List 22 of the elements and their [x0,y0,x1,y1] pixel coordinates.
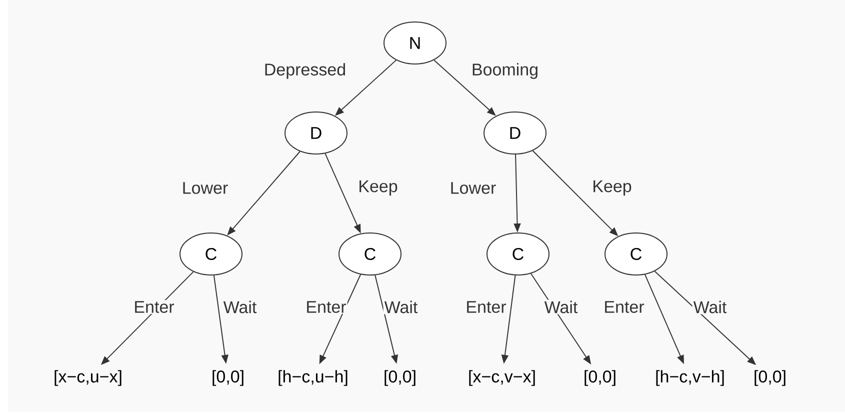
payoff-text: [0,0] [584,370,616,386]
payoff-text: [x−c,v−x] [469,370,535,386]
payoff-text: [0,0] [754,370,786,386]
edge-label: Wait [543,300,579,314]
edge-label: Wait [222,300,258,314]
edge-label: Wait [692,300,728,314]
payoff-text: [0,0] [212,370,244,386]
edge-label: Lower [448,181,498,195]
payoff-text: [x−c,u−x] [54,370,122,386]
edge-label: Booming [470,62,540,80]
edge-label: Enter [464,300,508,314]
edge-label: Enter [304,300,348,314]
edge-label: Keep [591,179,633,197]
edge-label: Enter [132,300,176,314]
payoff-text: [h−c,v−h] [656,370,724,386]
payoff-text: [h−c,u−h] [278,370,348,386]
payoff-text: [0,0] [384,370,416,386]
edge-label: Keep [357,179,399,197]
edge-label: Enter [602,300,646,314]
edge-label: Wait [383,300,419,314]
edge-label: Lower [180,181,230,195]
edge-label: Depressed [262,62,348,80]
